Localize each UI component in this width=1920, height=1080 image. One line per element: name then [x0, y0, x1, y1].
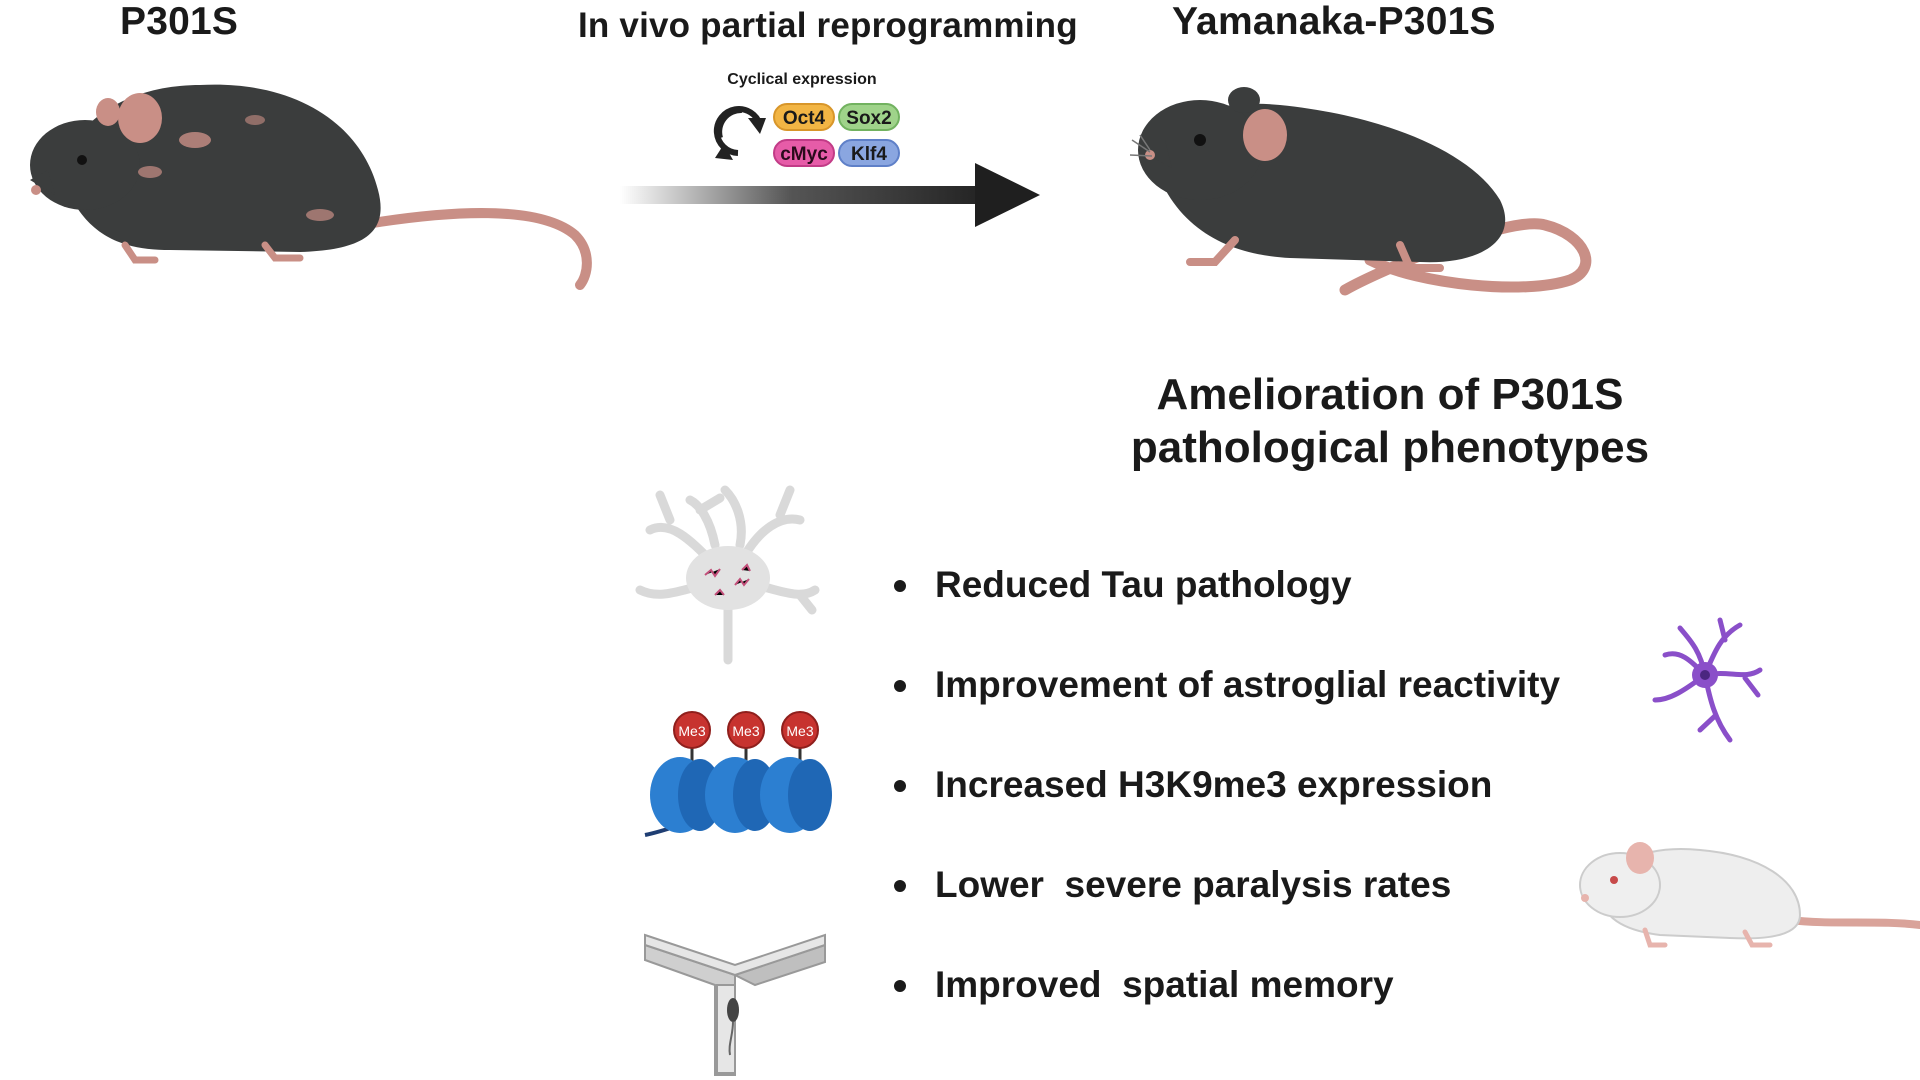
- sox2-factor-badge: Sox2: [838, 103, 900, 131]
- astrocyte-icon: [1652, 617, 1763, 743]
- me3-mark-label-3: Me3: [786, 723, 813, 739]
- bullet-astroglial-reactivity: Improvement of astroglial reactivity: [890, 655, 1560, 755]
- cycle-arrows-icon: [713, 106, 766, 160]
- bullet-tau-pathology: Reduced Tau pathology: [890, 555, 1560, 655]
- klf4-factor-badge: Klf4: [838, 139, 900, 167]
- outcome-title-line2: pathological phenotypes: [1130, 423, 1650, 472]
- yamanaka-mouse-icon: [1129, 87, 1592, 296]
- nucleosome-h3k9me3-icon: Me3 Me3 Me3: [644, 711, 832, 837]
- cyclical-expression-label: Cyclical expression: [727, 71, 877, 88]
- left-mouse-label: P301S: [120, 0, 239, 43]
- cmyc-factor-badge: cMyc: [773, 139, 835, 167]
- bullet-spatial-memory: Improved spatial memory: [890, 955, 1560, 1055]
- me3-mark-label-2: Me3: [732, 723, 759, 739]
- right-mouse-label: Yamanaka-P301S: [1172, 0, 1496, 43]
- bullet-h3k9me3-expression: Increased H3K9me3 expression: [890, 755, 1560, 855]
- me3-mark-label-1: Me3: [678, 723, 705, 739]
- outcome-bullet-list: Reduced Tau pathology Improvement of ast…: [890, 555, 1560, 1055]
- process-label: In vivo partial reprogramming: [578, 6, 1078, 45]
- outcome-title-line1: Amelioration of P301S: [1156, 370, 1624, 419]
- reprogramming-arrow-icon: [620, 163, 1040, 227]
- outcome-title: Amelioration of P301S pathological pheno…: [1090, 368, 1690, 474]
- oct4-factor-badge: Oct4: [773, 103, 835, 131]
- p301s-mouse-icon: [30, 84, 592, 290]
- white-mouse-icon: [1579, 842, 1920, 948]
- bullet-paralysis-rates: Lower severe paralysis rates: [890, 855, 1560, 955]
- neuron-tau-icon: [635, 485, 820, 665]
